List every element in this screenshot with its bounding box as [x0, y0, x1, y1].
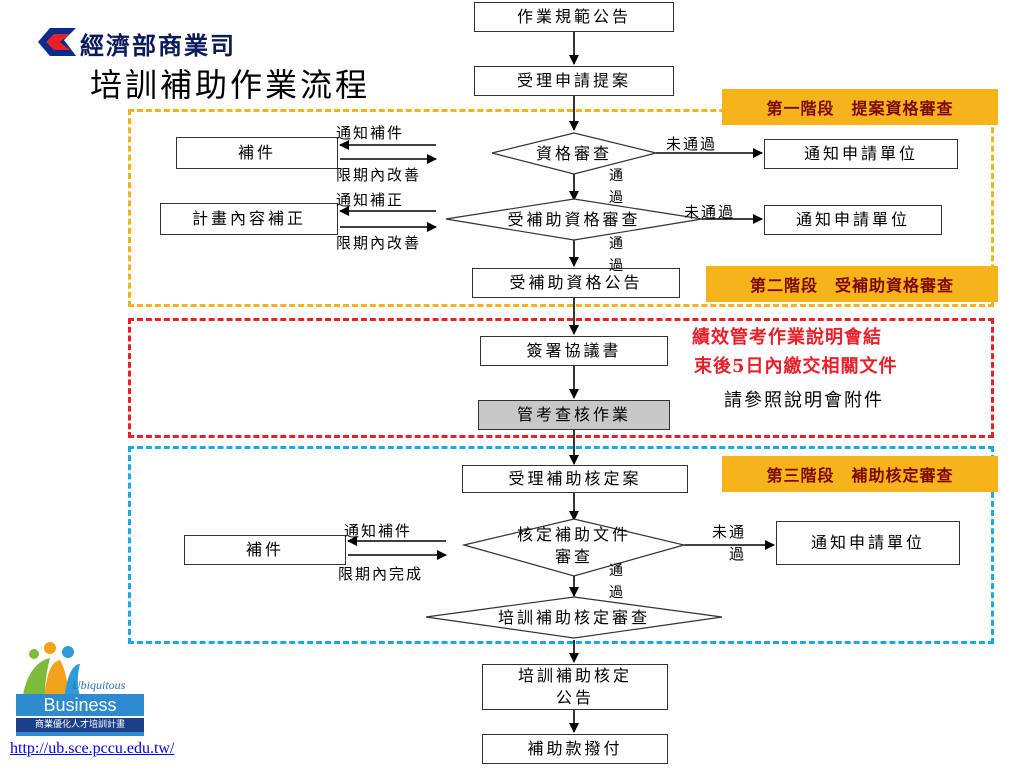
- node-accept-application[interactable]: 受理申請提案: [474, 66, 674, 96]
- stage2-label: 第二階段 受補助資格審查: [706, 266, 998, 302]
- label-improve-deadline-1: 限期內改善: [336, 166, 422, 184]
- stage2-zone: [128, 318, 994, 438]
- node-plan-revision[interactable]: 計畫內容補正: [160, 203, 338, 235]
- label-complete-deadline: 限期內完成: [338, 565, 424, 583]
- approval-doc-review-diamond: [461, 518, 687, 577]
- training-approval-announce-text: 培訓補助核定公告: [517, 666, 632, 707]
- subsidy-eligibility-diamond: [445, 198, 703, 241]
- node-approval-doc-review[interactable]: 核定補助文件 審查: [488, 524, 660, 567]
- node-subsidy-eligibility-announce[interactable]: 受補助資格公告: [472, 268, 680, 298]
- page-title: 培訓補助作業流程: [90, 66, 371, 104]
- node-supplement-1[interactable]: 補件: [176, 137, 338, 169]
- footer-url-link[interactable]: http://ub.sce.pccu.edu.tw/: [10, 740, 175, 757]
- eligibility-review-diamond: [491, 132, 657, 175]
- logo-subtitle: 商業優化人才培訓計畫: [16, 718, 144, 732]
- node-notify-unit-1[interactable]: 通知申請單位: [764, 139, 958, 169]
- node-sign-agreement[interactable]: 簽署協議書: [480, 336, 668, 366]
- label-pass-3: 通過: [609, 563, 623, 601]
- label-notify-supplement-1: 通知補件: [336, 124, 405, 142]
- label-fail-1: 未通過: [666, 135, 718, 153]
- node-accept-approval-case[interactable]: 受理補助核定案: [462, 465, 688, 493]
- people-logo-icon: [22, 642, 82, 702]
- label-notify-correction: 通知補正: [336, 191, 405, 209]
- node-notify-unit-2[interactable]: 通知申請單位: [764, 205, 942, 235]
- node-notify-unit-3[interactable]: 通知申請單位: [776, 521, 960, 565]
- logo-script: Ubiquitous: [72, 678, 126, 692]
- stage1-label: 第一階段 提案資格審查: [722, 89, 998, 125]
- node-audit-operation[interactable]: 管考查核作業: [478, 400, 670, 430]
- stage3-label: 第三階段 補助核定審查: [722, 456, 998, 492]
- training-approval-diamond: [425, 596, 723, 639]
- node-training-approval-announce[interactable]: 培訓補助核定公告: [482, 664, 668, 710]
- approval-doc-review-line2: 審查: [554, 546, 593, 566]
- label-pass-1: 通過: [609, 168, 623, 206]
- approval-doc-review-line1: 核定補助文件: [516, 525, 631, 544]
- label-pass-2: 通過: [609, 236, 623, 274]
- logo-word: Business: [16, 694, 144, 716]
- node-announce-rules[interactable]: 作業規範公告: [474, 2, 674, 32]
- stage3-zone: [128, 446, 994, 644]
- node-training-approval-review[interactable]: 培訓補助核定審查: [497, 608, 650, 627]
- label-notify-supplement-2: 通知補件: [344, 522, 413, 540]
- label-improve-deadline-2: 限期內改善: [336, 234, 422, 252]
- node-subsidy-eligibility-review[interactable]: 受補助資格審查: [507, 210, 641, 229]
- org-name: 經濟部商業司: [80, 31, 236, 60]
- node-supplement-2[interactable]: 補件: [184, 535, 346, 565]
- node-eligibility-review[interactable]: 資格審查: [535, 144, 612, 163]
- node-payment[interactable]: 補助款撥付: [482, 734, 668, 764]
- ubiquitous-business-logo: Ubiquitous Business 商業優化人才培訓計畫: [16, 640, 146, 738]
- label-fail-3: 未通過: [711, 523, 746, 563]
- stage1-zone: [128, 109, 994, 307]
- header-logo-icon: [36, 26, 76, 58]
- note-line3: 請參照說明會附件: [724, 390, 884, 411]
- note-line2: 束後5日內繳交相關文件: [694, 356, 898, 377]
- logo-stripe: [16, 732, 144, 736]
- label-fail-2: 未通過: [684, 203, 736, 221]
- note-line1: 績效管考作業說明會結: [692, 327, 882, 348]
